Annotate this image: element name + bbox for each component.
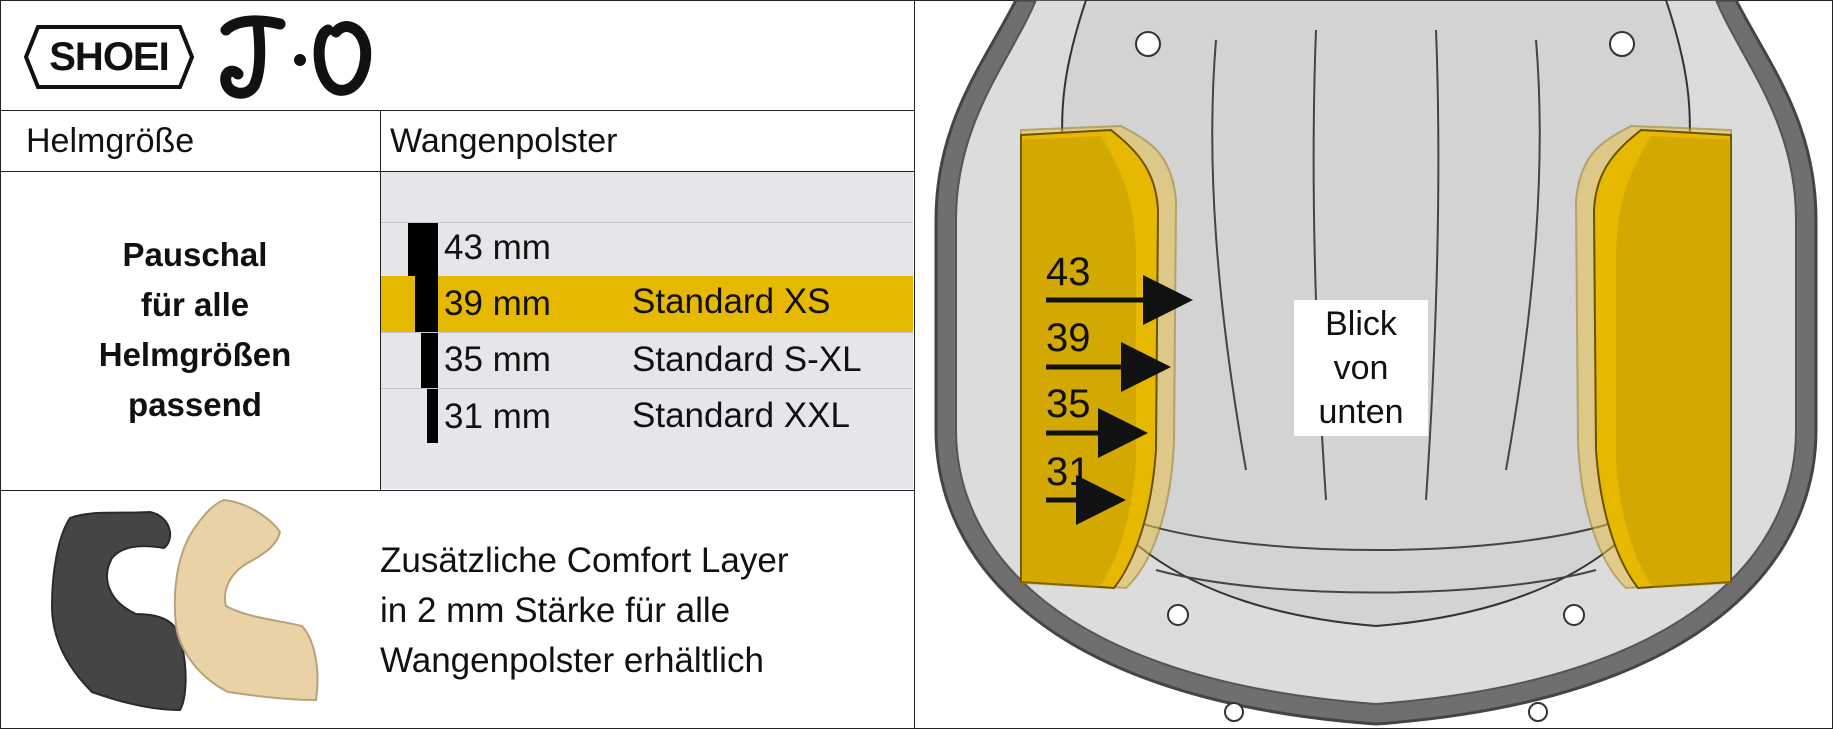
pad-standard: Standard S-XL bbox=[632, 340, 862, 379]
divider-comfort bbox=[0, 490, 914, 491]
cheek-pad-right-35 bbox=[1616, 136, 1731, 588]
view-label-line: Blick von bbox=[1325, 305, 1397, 387]
divider-column bbox=[380, 110, 381, 490]
view-label-line: unten bbox=[1318, 393, 1404, 431]
thickness-bar bbox=[415, 276, 438, 332]
comfort-layer-text: Zusätzliche Comfort Layer in 2 mm Stärke… bbox=[380, 536, 900, 686]
shoei-logo-text: SHOEI bbox=[49, 34, 169, 79]
vent-hole-right bbox=[1609, 31, 1635, 57]
comfort-line: Zusätzliche Comfort Layer bbox=[380, 541, 789, 580]
header-helmet-size: Helmgröße bbox=[26, 121, 195, 160]
vent-hole-left bbox=[1135, 31, 1161, 57]
view-label: Blick von unten bbox=[1294, 300, 1428, 436]
thickness-bar bbox=[427, 389, 438, 443]
header-cheek-pads: Wangenpolster bbox=[390, 121, 618, 160]
cheek-pad-row-35 bbox=[381, 332, 913, 389]
cheek-pad-left-39 bbox=[1020, 128, 1160, 590]
arrow-label-39: 39 bbox=[1046, 316, 1091, 360]
pad-thickness: 39 mm bbox=[444, 284, 551, 323]
divider-vertical-main bbox=[914, 0, 915, 729]
size-note-line: Pauschal bbox=[122, 236, 268, 273]
cheek-pad-row-31 bbox=[381, 388, 913, 445]
shoei-logo-badge bbox=[23, 25, 195, 89]
logo-area: SHOEI bbox=[0, 0, 914, 110]
snap-button bbox=[1563, 604, 1585, 626]
size-note: Pauschal für alle Helmgrößen passend bbox=[40, 230, 350, 430]
comfort-layer-illustration bbox=[50, 498, 319, 712]
pad-standard: Standard XXL bbox=[632, 396, 850, 435]
snap-button bbox=[1528, 702, 1548, 722]
cheek-pad-left-35 bbox=[1021, 136, 1136, 588]
pad-thickness: 43 mm bbox=[444, 228, 551, 267]
comfort-layer-dark bbox=[50, 510, 187, 712]
cheek-pad-row-39 bbox=[381, 276, 913, 332]
cheek-pad-right-39 bbox=[1592, 128, 1732, 590]
comfort-line: Wangenpolster erhältlich bbox=[380, 641, 764, 680]
divider-header-bottom bbox=[0, 171, 914, 172]
size-note-line: passend bbox=[128, 386, 262, 423]
pad-thickness: 35 mm bbox=[444, 340, 551, 379]
shoei-logo: SHOEI bbox=[23, 24, 195, 90]
pad-standard: Standard XS bbox=[632, 282, 831, 321]
snap-button bbox=[1167, 604, 1189, 626]
liner-seams bbox=[1130, 29, 1622, 594]
comfort-layer-light bbox=[173, 498, 319, 702]
thickness-bar bbox=[421, 333, 438, 389]
arrow-label-35: 35 bbox=[1046, 382, 1091, 426]
cheek-pad-row-43 bbox=[381, 222, 913, 279]
jo-model-logo bbox=[220, 15, 372, 99]
divider-header-top bbox=[0, 110, 914, 111]
thickness-bar bbox=[408, 223, 438, 279]
size-note-line: für alle bbox=[140, 286, 250, 323]
size-note-line: Helmgrößen bbox=[98, 336, 292, 373]
arrow-label-43: 43 bbox=[1046, 250, 1091, 294]
comfort-line: in 2 mm Stärke für alle bbox=[380, 591, 731, 630]
arrow-label-31: 31 bbox=[1046, 450, 1091, 494]
snap-button bbox=[1224, 702, 1244, 722]
pad-thickness: 31 mm bbox=[444, 397, 551, 436]
